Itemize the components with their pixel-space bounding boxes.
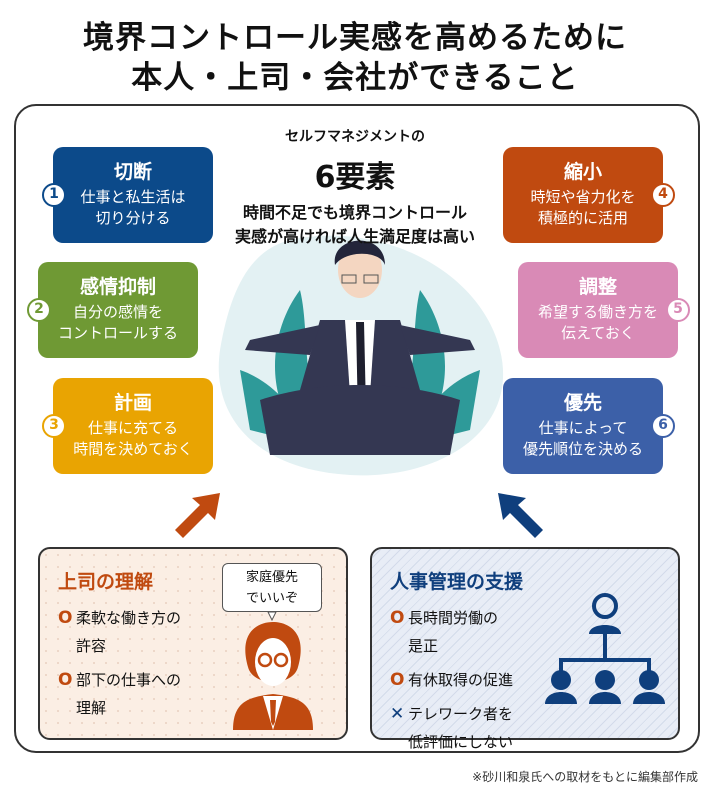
element-line-2: コントロールする — [57, 324, 178, 342]
center-sub-2: 実感が高ければ人生満足度は高い — [234, 227, 475, 246]
item-line-1: 有休取得の促進 — [408, 671, 514, 689]
item-line-1: 長時間労働の — [408, 609, 499, 627]
element-line-1: 時短や省力化を — [530, 188, 636, 206]
footnote: ※砂川和泉氏への取材をもとに編集部作成 — [472, 770, 698, 784]
element-line-1: 仕事に充てる — [87, 419, 178, 437]
list-item: ✕テレワーク者を — [390, 700, 678, 728]
element-line-2: 時間を決めておく — [73, 440, 193, 458]
element-box-1: 切断 仕事と私生活は 切り分ける — [53, 147, 213, 243]
element-line-1: 希望する働き方を — [537, 303, 658, 321]
arrow-up-left-icon — [498, 493, 543, 538]
element-line-2: 優先順位を決める — [522, 440, 643, 458]
item-line-2: 低評価にしない — [408, 733, 514, 751]
element-box-3: 計画 仕事に充てる 時間を決めておく — [53, 378, 213, 474]
element-number-badge: 1 — [42, 183, 66, 207]
mark-icon: O — [390, 608, 405, 628]
element-line-1: 自分の感情を — [72, 303, 163, 321]
element-line-1: 仕事によって — [538, 419, 628, 437]
element-number-badge: 3 — [42, 414, 66, 438]
mark-icon: O — [58, 608, 73, 628]
element-title: 感情抑制 — [79, 276, 156, 298]
element-box-5: 調整 希望する働き方を 伝えておく — [518, 262, 678, 358]
hr-title: 人事管理の支援 — [390, 571, 524, 593]
item-line-1: 柔軟な働き方の — [76, 609, 182, 627]
meditating-man-illustration — [218, 235, 504, 476]
item-line-2: 許容 — [76, 637, 107, 655]
item-line-2: 是正 — [408, 637, 439, 655]
center-sub-1: 時間不足でも境界コントロール — [242, 203, 467, 222]
element-number-badge: 2 — [27, 298, 51, 322]
element-line-2: 積極的に活用 — [537, 209, 628, 227]
element-box-6: 優先 仕事によって 優先順位を決める — [503, 378, 663, 474]
element-title: 優先 — [563, 392, 602, 414]
mark-icon: ✕ — [390, 704, 405, 724]
item-line-2: 理解 — [76, 699, 107, 717]
mark-icon: O — [390, 670, 405, 690]
boss-person-icon — [233, 612, 313, 730]
item-line-1: 部下の仕事への — [76, 671, 182, 689]
element-title: 縮小 — [563, 161, 602, 183]
main-frame — [14, 104, 700, 753]
element-box-2: 感情抑制 自分の感情を コントロールする — [38, 262, 198, 358]
bubble-line-1: 家庭優先 — [245, 570, 298, 585]
center-pre: セルフマネジメントの — [285, 129, 425, 145]
arrow-up-right-icon — [175, 493, 220, 538]
org-chart-icon — [545, 593, 665, 704]
boss-title: 上司の理解 — [58, 571, 154, 593]
speech-bubble: 家庭優先 でいいぞ — [222, 563, 322, 612]
element-line-2: 切り分ける — [95, 209, 171, 227]
element-line-1: 仕事と私生活は — [80, 188, 186, 206]
element-title: 調整 — [578, 276, 617, 298]
element-title: 計画 — [113, 392, 152, 414]
element-number-badge: 6 — [651, 414, 675, 438]
mark-icon: O — [58, 670, 73, 690]
center-main: 6要素 — [314, 160, 396, 195]
item-line-1: テレワーク者を — [408, 705, 514, 723]
bubble-line-2: でいいぞ — [245, 591, 298, 606]
title-line-2: 本人・上司・会社ができること — [131, 60, 579, 96]
title-line-1: 境界コントロール実感を高めるために — [83, 20, 627, 56]
element-title: 切断 — [113, 161, 152, 183]
element-number-badge: 4 — [651, 183, 675, 207]
element-box-4: 縮小 時短や省力化を 積極的に活用 — [503, 147, 663, 243]
element-line-2: 伝えておく — [561, 324, 635, 342]
element-number-badge: 5 — [666, 298, 690, 322]
